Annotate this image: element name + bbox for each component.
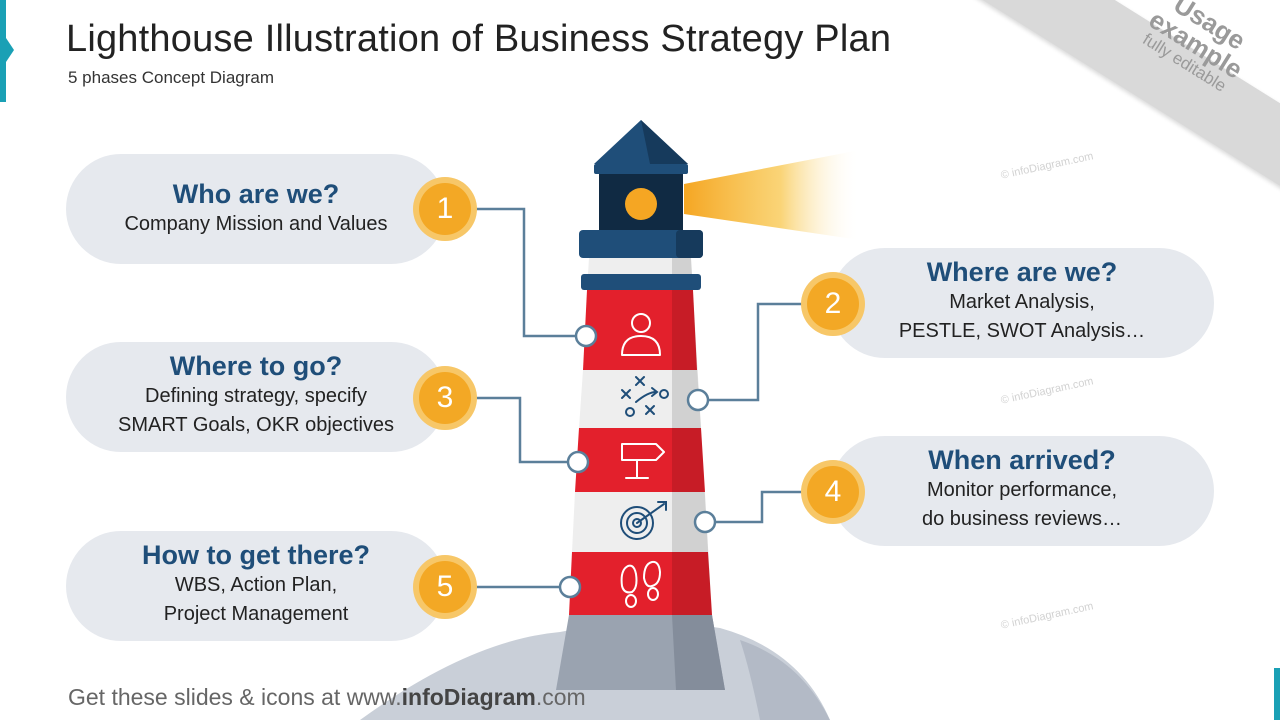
connector-2 xyxy=(708,302,804,402)
phase-card-5: How to get there? WBS, Action Plan, Proj… xyxy=(66,531,446,641)
gallery-ring xyxy=(579,230,703,258)
connector-dot-5 xyxy=(558,575,582,599)
person-icon xyxy=(621,313,661,356)
phase-title: How to get there? xyxy=(142,540,370,570)
phase-title: When arrived? xyxy=(928,445,1116,475)
connector-1 xyxy=(476,207,576,338)
page-title: Lighthouse Illustration of Business Stra… xyxy=(66,18,892,60)
tower-base-shade xyxy=(672,615,725,690)
stripe-red xyxy=(583,290,697,370)
phase-desc-line: Defining strategy, specify xyxy=(145,385,367,407)
phase-desc-line: Market Analysis, xyxy=(949,291,1095,313)
phase-desc-line: Monitor performance, xyxy=(926,479,1118,501)
phase-number-badge-3: 3 xyxy=(413,366,477,430)
connector-dot-1 xyxy=(574,324,598,348)
phase-title: Where to go? xyxy=(169,351,343,381)
phase-number: 4 xyxy=(807,466,859,518)
lower-gallery-band xyxy=(581,274,701,290)
footer-brand: infoDiagram xyxy=(401,684,536,710)
strategy-play-icon xyxy=(621,376,669,417)
phase-desc-line: Company Mission and Values xyxy=(124,213,388,235)
phase-number-badge-2: 2 xyxy=(801,272,865,336)
tower-shade xyxy=(672,258,712,615)
footer-suffix: .com xyxy=(535,684,586,710)
footer-credit[interactable]: Get these slides & icons at www.infoDiag… xyxy=(68,684,586,711)
phase-card-2: Where are we? Market Analysis, PESTLE, S… xyxy=(830,248,1214,358)
phase-desc-line: do business reviews… xyxy=(921,508,1123,530)
phase-title: Where are we? xyxy=(926,257,1118,287)
phase-desc-line: SMART Goals, OKR objectives xyxy=(117,414,395,436)
phase-number-badge-5: 5 xyxy=(413,555,477,619)
signpost-icon xyxy=(621,443,665,479)
phase-number-badge-1: 1 xyxy=(413,177,477,241)
phase-card-1: Who are we? Company Mission and Values xyxy=(66,154,446,264)
phase-number: 5 xyxy=(419,561,471,613)
phase-number: 3 xyxy=(419,372,471,424)
phase-title: Who are we? xyxy=(172,179,340,209)
phase-desc-line: WBS, Action Plan, xyxy=(174,574,338,596)
footprints-icon xyxy=(620,560,661,608)
page-subtitle: 5 phases Concept Diagram xyxy=(68,68,275,87)
left-accent-bar xyxy=(0,0,6,102)
lantern-frame xyxy=(594,164,688,174)
phase-number-badge-4: 4 xyxy=(801,460,865,524)
stripe-red xyxy=(569,552,712,615)
footer-prefix: Get these slides & icons at www. xyxy=(68,684,402,710)
phase-desc-line: PESTLE, SWOT Analysis… xyxy=(898,320,1146,342)
gallery-ring-shade xyxy=(676,230,703,258)
hill-shade xyxy=(740,640,830,720)
phase-number: 1 xyxy=(419,183,471,235)
phase-number: 2 xyxy=(807,278,859,330)
connector-dot-4 xyxy=(693,510,717,534)
connector-4 xyxy=(714,490,804,524)
phase-card-3: Where to go? Defining strategy, specify … xyxy=(66,342,446,452)
right-accent-bar xyxy=(1274,668,1280,720)
connector-dot-3 xyxy=(566,450,590,474)
connector-3 xyxy=(476,396,568,464)
roof-shade xyxy=(641,120,688,164)
connector-dot-2 xyxy=(686,388,710,412)
phase-desc-line: Project Management xyxy=(163,603,349,625)
left-accent-arrow xyxy=(6,38,14,62)
light-beam xyxy=(684,150,860,240)
target-icon xyxy=(620,501,667,540)
lamp xyxy=(625,188,657,220)
phase-card-4: When arrived? Monitor performance, do bu… xyxy=(830,436,1214,546)
